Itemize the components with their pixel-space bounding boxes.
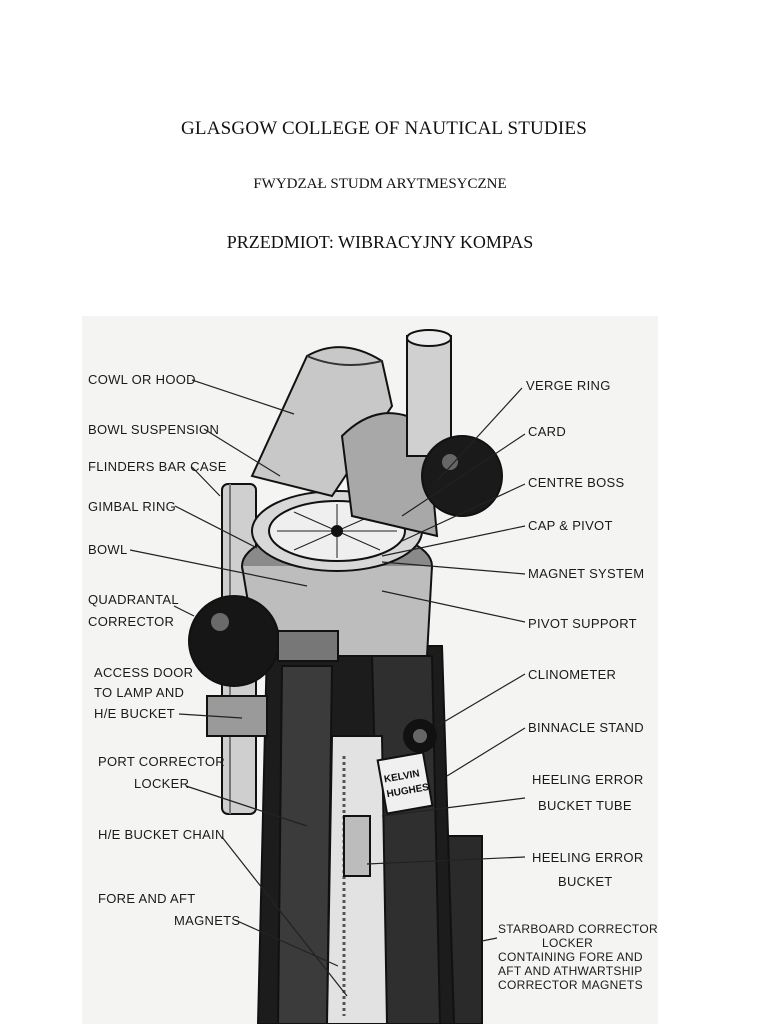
- label-fore-aft-1: FORE AND AFT: [98, 891, 196, 906]
- label-he-bucket-1: HEELING ERROR: [532, 850, 644, 865]
- label-pivot-support: PIVOT SUPPORT: [528, 616, 637, 631]
- label-centre-boss: CENTRE BOSS: [528, 475, 625, 490]
- label-he-bucket-tube-1: HEELING ERROR: [532, 772, 644, 787]
- label-cowl-or-hood: COWL OR HOOD: [88, 372, 196, 387]
- label-access-door-2: TO LAMP AND: [94, 685, 184, 700]
- label-cap-pivot: CAP & PIVOT: [528, 518, 613, 533]
- binnacle-illustration: KELVIN HUGHES: [188, 329, 503, 1024]
- label-port-corrector-1: PORT CORRECTOR: [98, 754, 225, 769]
- document-title: GLASGOW COLLEGE OF NAUTICAL STUDIES: [181, 118, 587, 139]
- label-port-corrector-2: LOCKER: [134, 776, 189, 791]
- label-starboard-4: AFT AND ATHWARTSHIP: [498, 964, 643, 978]
- label-quadrantal-1: QUADRANTAL: [88, 592, 179, 607]
- label-access-door-3: H/E BUCKET: [94, 706, 175, 721]
- label-clinometer: CLINOMETER: [528, 667, 616, 682]
- label-he-bucket-tube-2: BUCKET TUBE: [538, 798, 632, 813]
- label-access-door-1: ACCESS DOOR: [94, 665, 193, 680]
- label-starboard-2: LOCKER: [542, 936, 593, 950]
- label-binnacle-stand: BINNACLE STAND: [528, 720, 644, 735]
- label-card: CARD: [528, 424, 566, 439]
- label-fore-aft-2: MAGNETS: [174, 913, 240, 928]
- label-starboard-1: STARBOARD CORRECTOR: [498, 922, 658, 936]
- label-he-bucket-2: BUCKET: [558, 874, 613, 889]
- leader-lines: [129, 379, 526, 997]
- label-gimbal-ring: GIMBAL RING: [88, 499, 176, 514]
- label-flinders-bar-case: FLINDERS BAR CASE: [88, 459, 227, 474]
- label-quadrantal-2: CORRECTOR: [88, 614, 174, 629]
- subject-line: PRZEDMIOT: WIBRACYJNY KOMPAS: [226, 232, 534, 252]
- label-he-bucket-chain: H/E BUCKET CHAIN: [98, 827, 225, 842]
- department-line: FWYDZAŁ STUDM ARYTMESYCZNE: [253, 176, 507, 192]
- label-verge-ring: VERGE RING: [526, 378, 611, 393]
- binnacle-compass-diagram: KELVIN HUGHES: [82, 316, 658, 1024]
- label-bowl-suspension: BOWL SUSPENSION: [88, 422, 219, 437]
- label-starboard-5: CORRECTOR MAGNETS: [498, 978, 643, 992]
- label-bowl: BOWL: [88, 542, 127, 557]
- label-starboard-3: CONTAINING FORE AND: [498, 950, 643, 964]
- label-magnet-system: MAGNET SYSTEM: [528, 566, 644, 581]
